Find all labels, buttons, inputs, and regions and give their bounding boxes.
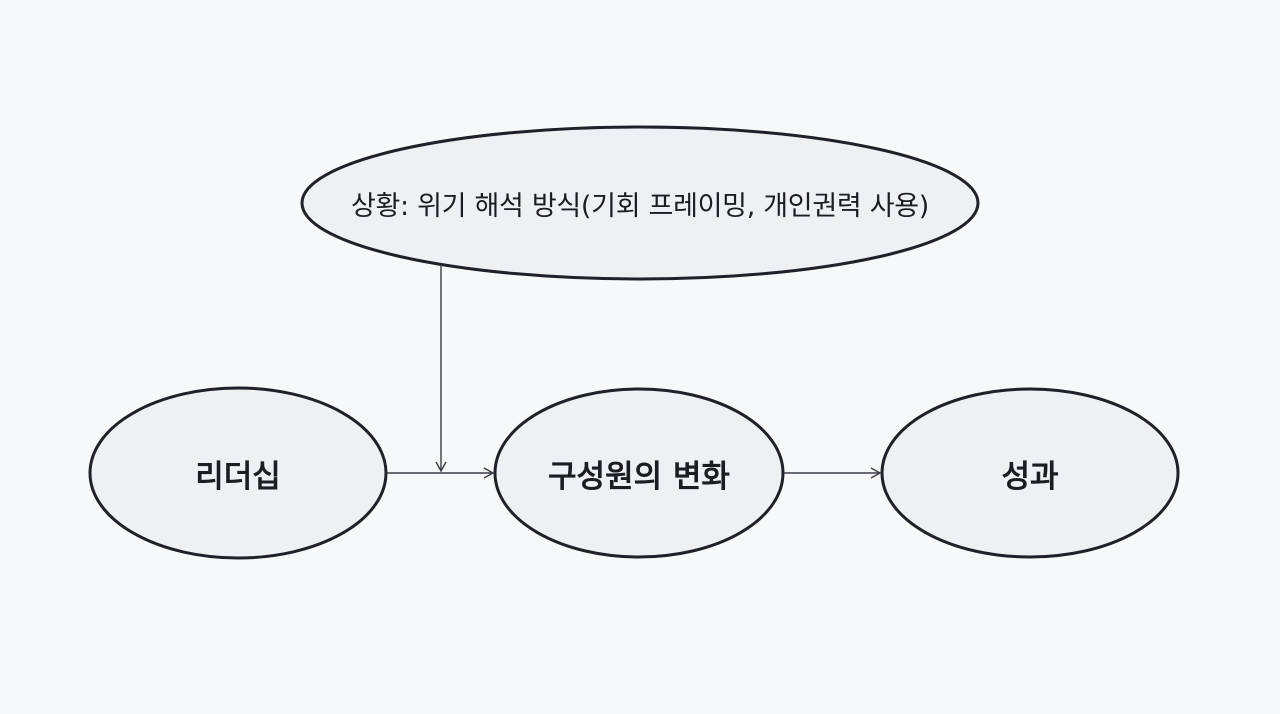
leadership-node-shape <box>88 386 388 560</box>
leadership-node-label: 리더십 <box>195 458 281 495</box>
performance-node-label: 성과 <box>1001 458 1059 495</box>
member-change-node-shape <box>493 387 785 559</box>
context-node-label: 상황: 위기 해석 방식(기회 프레이밍, 개인권력 사용) <box>350 190 930 222</box>
member-change-node-label: 구성원의 변화 <box>548 458 730 495</box>
context-node-shape <box>300 125 980 281</box>
performance-node-shape <box>880 387 1180 559</box>
